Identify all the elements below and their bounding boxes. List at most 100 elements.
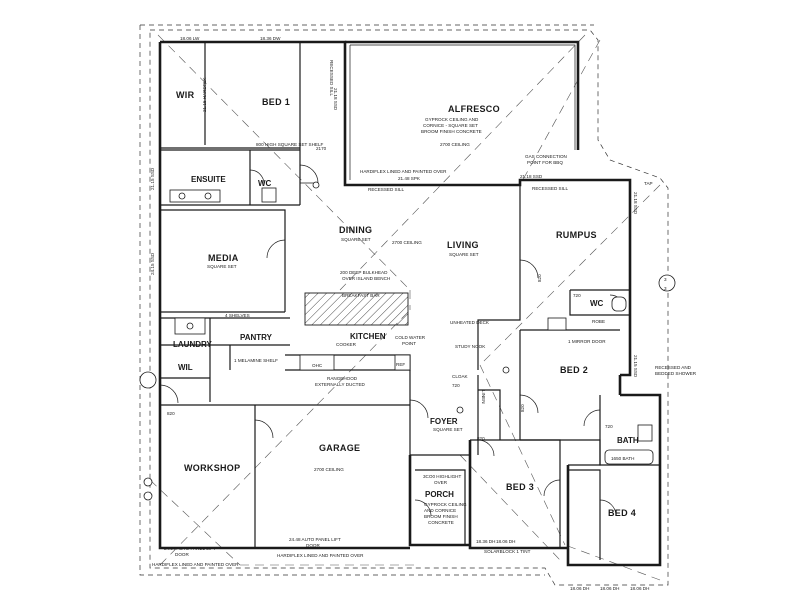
- room-wil: WIL: [178, 363, 193, 372]
- bath-tub-icon: [604, 449, 654, 465]
- room-pantry: PANTRY: [240, 333, 273, 342]
- hot-water-unit-icon: [139, 371, 157, 389]
- dim-820: 820: [167, 411, 175, 416]
- note-recessed: RECESSED AND: [655, 365, 692, 370]
- room-alfresco: ALFRESCO: [448, 104, 500, 114]
- note-porch-cornice: AND CORNICE: [424, 508, 456, 513]
- note-shelves: 4 SHELVES: [225, 313, 250, 318]
- note-alfresco-hardiflex: HARDIFLEX LINED AND PAINTED OVER: [360, 169, 447, 174]
- wc-basin-icon: [547, 317, 567, 331]
- room-wc-ensuite: WC: [258, 179, 272, 188]
- note-alfresco-cornice: CORNICE - SQUARE SET: [423, 123, 478, 128]
- fixtures: [139, 181, 676, 501]
- note-solarblock: SOLARBLOCK 1 TINT: [484, 549, 531, 554]
- note-shelf: 800 HIGH SQUARE SET SHELF: [256, 142, 324, 147]
- note-media-square-set: SQUARE SET: [207, 264, 237, 269]
- annotations: GYPROCK CEILING AND CORNICE - SQUARE SET…: [152, 60, 697, 567]
- room-garage: GARAGE: [319, 443, 360, 453]
- ensuite-toilet-icon: [261, 187, 277, 203]
- cooker-icon: [299, 354, 335, 371]
- dim-bed1-window: 21.18 SSD: [333, 88, 338, 111]
- note-recessed-sill: RECESSED SILL: [532, 186, 568, 191]
- dim-720: 720: [452, 383, 460, 388]
- room-media: MEDIA: [208, 253, 239, 263]
- note-dining-ceiling: 2700 CEILING: [392, 240, 422, 245]
- dim-top-1: 18.06 LW: [180, 36, 200, 41]
- note-recessed-sill: RECESSED SILL: [329, 60, 334, 96]
- note-ohc: OHC: [312, 363, 323, 368]
- trough-basin-icon: [186, 322, 194, 330]
- wc-toilet-icon: [611, 296, 627, 312]
- dim-bottom-2: 18.06 DH: [496, 539, 515, 544]
- room-wir: WIR: [176, 90, 195, 100]
- room-bed4: BED 4: [608, 508, 636, 518]
- note-living-square-set: SQUARE SET: [449, 252, 479, 257]
- note-porch-concrete: CONCRETE: [428, 520, 454, 525]
- note-workshop-door-2: DOOR: [175, 552, 189, 557]
- note-ref: REF: [396, 362, 405, 367]
- note-linen: LINEN: [481, 390, 486, 404]
- note-porch-ceiling: GYPROCK CEILING: [424, 502, 467, 507]
- dim-left-1: 21.15 SSD: [150, 167, 155, 190]
- kitchen-island: [304, 292, 409, 326]
- room-porch: PORCH: [425, 490, 454, 499]
- note-cold-water-point: POINT: [402, 341, 416, 346]
- dim-bottom-3: 18.06 DH: [570, 586, 589, 591]
- dim-720: 720: [605, 424, 613, 429]
- note-tap: TAP: [644, 181, 653, 186]
- room-foyer: FOYER: [430, 417, 458, 426]
- note-foyer-square-set: SQUARE SET: [433, 427, 463, 432]
- note-cloak: CLOAK: [452, 374, 469, 379]
- note-mirror-door: 1 MIRROR DOOR: [568, 339, 606, 344]
- section-marker-top: 3: [664, 277, 667, 282]
- note-garage-door: 24.48 AUTO PANEL LIFT: [289, 537, 341, 542]
- room-living: LIVING: [447, 240, 479, 250]
- note-bedded-shower: BEDDED SHOWER: [655, 371, 697, 376]
- room-bed2: BED 2: [560, 365, 588, 375]
- note-highlight: 3CO0 HIGHLIGHT: [423, 474, 461, 479]
- note-rangehood: RANGEHOOD: [327, 376, 358, 381]
- note-garage-door-2: DOOR: [306, 543, 320, 548]
- note-study-nook: STUDY NOOK: [455, 344, 486, 349]
- door-swings: [159, 164, 625, 517]
- note-bulkhead-island: OVER ISLAND BENCH: [342, 276, 390, 281]
- internal-walls: [160, 42, 660, 560]
- note-gas: GAS CONNECTION: [525, 154, 567, 159]
- basin-icon: [178, 192, 186, 200]
- dim-alfresco-window: 21.18 SSD: [520, 174, 543, 179]
- note-workshop-hardiflex: HARDIFLEX LINED AND PAINTED OVER: [152, 562, 239, 567]
- tap-icon: [143, 477, 153, 487]
- dim-bottom-5: 18.06 DH: [630, 586, 649, 591]
- note-bath-tub: 1650 BATH: [611, 456, 634, 461]
- external-walls: [158, 40, 662, 567]
- eave-outline: [139, 24, 594, 576]
- room-laundry: LAUNDRY: [173, 340, 212, 349]
- roof-outline: [149, 29, 669, 586]
- note-rangehood-ducted: EXTERNALLY DUCTED: [315, 382, 366, 387]
- note-gas-point: POINT FOR BBQ: [527, 160, 563, 165]
- tap-icon: [143, 491, 153, 501]
- dim-820: 820: [537, 274, 542, 282]
- dim-right-2: 21.15 SSD: [633, 355, 638, 378]
- note-unheated-deck: UNHEATED DECK: [450, 320, 490, 325]
- dim-top-2: 18.36 DW: [260, 36, 281, 41]
- ensuite-vanity: [169, 189, 221, 203]
- dim-820: 820: [477, 436, 485, 441]
- note-highlight-over: OVER: [434, 480, 448, 485]
- note-garage-ceiling: 2700 CEILING: [314, 467, 344, 472]
- room-dining: DINING: [339, 225, 372, 235]
- room-ensuite: ENSUITE: [191, 175, 226, 184]
- bath-basin-icon: [637, 424, 653, 442]
- room-wc: WC: [590, 299, 604, 308]
- note-alfresco-height: 2700 CEILING: [440, 142, 470, 147]
- dim-2170: 2170: [316, 146, 327, 151]
- smoke-detector-icon: [456, 406, 464, 414]
- dim-bottom-4: 18.06 DH: [600, 586, 619, 591]
- dim-720: 720: [573, 293, 581, 298]
- note-dining-square-set: SQUARE SET: [341, 237, 371, 242]
- note-cold-water: COLD WATER: [395, 335, 426, 340]
- room-bed3: BED 3: [506, 482, 534, 492]
- dim-left-2: 24.15 SSD: [150, 252, 155, 275]
